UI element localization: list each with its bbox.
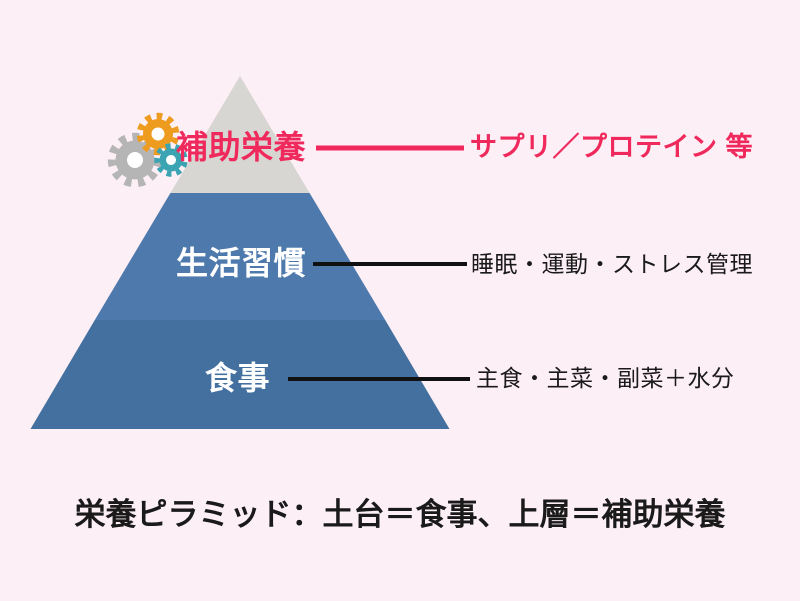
level-annotation-diet: 主食・主菜・副菜＋水分 [476, 365, 735, 391]
level-label-diet: 食事 [205, 360, 271, 396]
pyramid-middle-section [94, 193, 386, 320]
pyramid-top-section [170, 76, 310, 193]
pyramid-bottom-section [30, 320, 450, 429]
level-annotation-supplement: サプリ／プロテイン 等 [470, 132, 754, 162]
level-label-supplement: 補助栄養 [176, 129, 307, 165]
level-annotation-lifestyle: 睡眠・運動・ストレス管理 [471, 251, 753, 277]
gear-teal-icon [154, 143, 188, 177]
diagram-caption: 栄養ピラミッド：土台＝食事、上層＝補助栄養 [74, 497, 726, 532]
level-label-lifestyle: 生活習慣 [176, 245, 307, 281]
